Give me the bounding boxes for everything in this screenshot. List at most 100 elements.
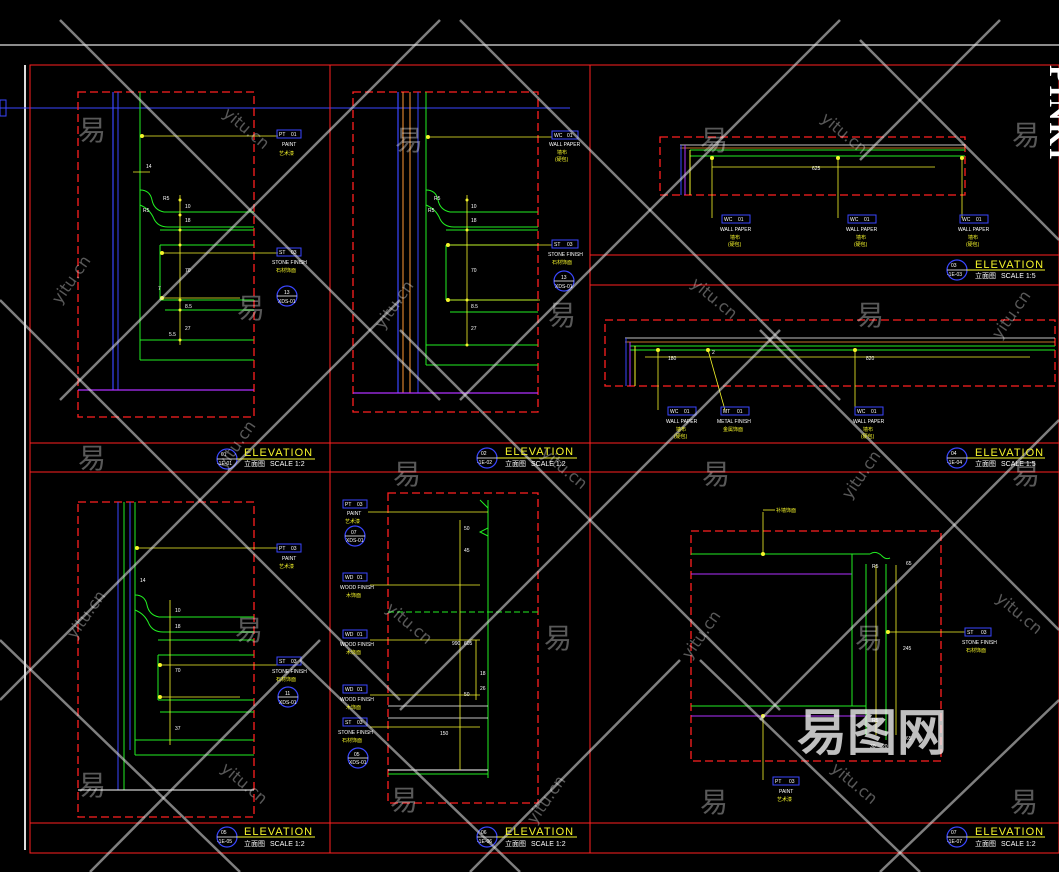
svg-text:易: 易 [700,124,728,157]
svg-text:R5: R5 [428,208,435,214]
svg-text:R5: R5 [143,208,150,214]
svg-text:立面图: 立面图 [505,839,526,848]
svg-text:石材饰面: 石材饰面 [342,737,362,744]
svg-text:03: 03 [567,242,573,248]
svg-text:-1E-06: -1E-06 [477,839,492,845]
svg-text:18: 18 [175,624,181,630]
svg-text:易: 易 [390,784,418,817]
svg-text:625: 625 [812,166,821,172]
svg-text:03: 03 [951,263,957,269]
svg-text:补墙饰面: 补墙饰面 [776,507,796,514]
svg-text:MT: MT [723,409,730,415]
p02-dims: R5 R5 10 18 70 27 8.5 [428,196,478,332]
svg-text:yitu.cn: yitu.cn [48,252,95,307]
svg-text:03: 03 [291,546,297,552]
svg-text:易: 易 [702,458,730,491]
p07-text: 补墙饰面 ST 03 STONE FINISH 石材饰面 PT 03 PAINT… [775,507,997,803]
svg-text:易: 易 [78,114,106,147]
svg-text:-1E-02: -1E-02 [477,460,492,466]
svg-text:10: 10 [175,608,181,614]
title-02: 02 -1E-02 ELEVATION 立面图 SCALE 1:2 [477,446,573,468]
svg-text:艺术漆: 艺术漆 [279,563,294,570]
svg-text:易: 易 [393,458,421,491]
svg-text:11: 11 [285,691,290,697]
svg-text:ST: ST [967,630,973,636]
svg-text:SCALE 1:2: SCALE 1:2 [270,841,305,848]
svg-text:605: 605 [464,641,473,647]
svg-text:01: 01 [357,575,363,581]
svg-text:13: 13 [284,290,290,296]
svg-text:R5: R5 [872,564,879,570]
svg-text:yitu.cn: yitu.cn [217,759,271,808]
svg-text:65: 65 [906,736,912,742]
svg-text:易: 易 [235,614,263,647]
svg-text:PAINT: PAINT [779,789,793,795]
svg-text:06: 06 [481,830,487,836]
svg-text:01: 01 [221,452,227,458]
svg-text:-1E-04: -1E-04 [947,460,962,466]
svg-text:14: 14 [146,164,152,170]
title-05: 05 -1E-05 ELEVATION 立面图 SCALE 1:2 [217,826,312,848]
svg-text:150: 150 [440,731,449,737]
svg-text:立面图: 立面图 [975,459,996,468]
svg-text:70: 70 [185,268,191,274]
svg-text:墙布: 墙布 [863,426,873,433]
svg-text:立面图: 立面图 [505,459,526,468]
svg-text:yitu.cn: yitu.cn [382,599,436,648]
svg-text:ELEVATION: ELEVATION [244,447,313,459]
svg-text:yitu.cn: yitu.cn [992,589,1046,638]
svg-text:18: 18 [185,218,191,224]
svg-text:ST: ST [554,242,560,248]
svg-text:04: 04 [951,451,957,457]
svg-text:石材饰面: 石材饰面 [276,676,296,683]
svg-text:45: 45 [464,548,470,554]
svg-text:WALL PAPER: WALL PAPER [853,419,885,425]
svg-text:XDS-01: XDS-01 [278,299,296,305]
svg-text:艺术漆: 艺术漆 [345,518,360,525]
svg-text:METAL FINISH: METAL FINISH [717,419,751,425]
svg-text:(硬包): (硬包) [854,241,868,248]
svg-text:820: 820 [866,356,875,362]
svg-text:yitu.cn: yitu.cn [838,447,885,502]
title-underlines [237,269,1045,838]
svg-text:(硬包): (硬包) [861,433,875,440]
svg-text:18: 18 [471,218,477,224]
svg-text:XDS-01: XDS-01 [346,538,364,544]
title-04: 04 -1E-04 ELEVATION 立面图 SCALE 1:5 [947,447,1043,468]
svg-text:27: 27 [185,326,191,332]
panel-07-geometry [691,509,965,780]
svg-text:易: 易 [700,786,728,819]
svg-text:易: 易 [78,769,106,802]
svg-text:03: 03 [789,779,795,785]
svg-text:STONE FINISH: STONE FINISH [338,730,373,736]
p04-text: 180 820 2 WC 01 WALL PAPER 墙布 (硬包) MT 01… [666,350,885,440]
panel-grid [29,64,1059,854]
title-03: 03 -1E-03 ELEVATION 立面图 SCALE 1:5 [947,259,1043,280]
svg-text:yitu.cn: yitu.cn [827,759,881,808]
svg-text:WC: WC [857,409,866,415]
svg-text:01: 01 [737,409,743,415]
svg-text:yitu.cn: yitu.cn [678,607,725,662]
svg-text:墙布: 墙布 [856,234,866,241]
title-01: 01 -1E-01 ELEVATION 立面图 SCALE 1:2 [217,447,313,468]
svg-text:ELEVATION: ELEVATION [505,826,574,838]
svg-text:01: 01 [291,132,297,138]
svg-text:艺术漆: 艺术漆 [777,796,792,803]
svg-text:易: 易 [395,124,423,157]
title-06: 06 -1E-06 ELEVATION 立面图 SCALE 1:2 [477,826,574,848]
svg-text:SCALE 1:5: SCALE 1:5 [1001,273,1036,280]
svg-text:01: 01 [357,632,363,638]
svg-text:245: 245 [903,646,912,652]
svg-text:R5: R5 [163,196,170,202]
svg-text:03: 03 [357,720,363,726]
watermark-logo: 易图网 [797,704,947,762]
svg-text:墙布: 墙布 [557,149,567,156]
svg-text:WC: WC [670,409,679,415]
svg-text:PT: PT [775,779,781,785]
svg-text:STONE FINISH: STONE FINISH [272,260,307,266]
panel-06-geometry [368,499,538,778]
svg-text:13: 13 [561,275,567,281]
svg-text:XDS-01: XDS-01 [349,760,367,766]
svg-text:01: 01 [871,409,877,415]
svg-text:墙布: 墙布 [676,426,686,433]
